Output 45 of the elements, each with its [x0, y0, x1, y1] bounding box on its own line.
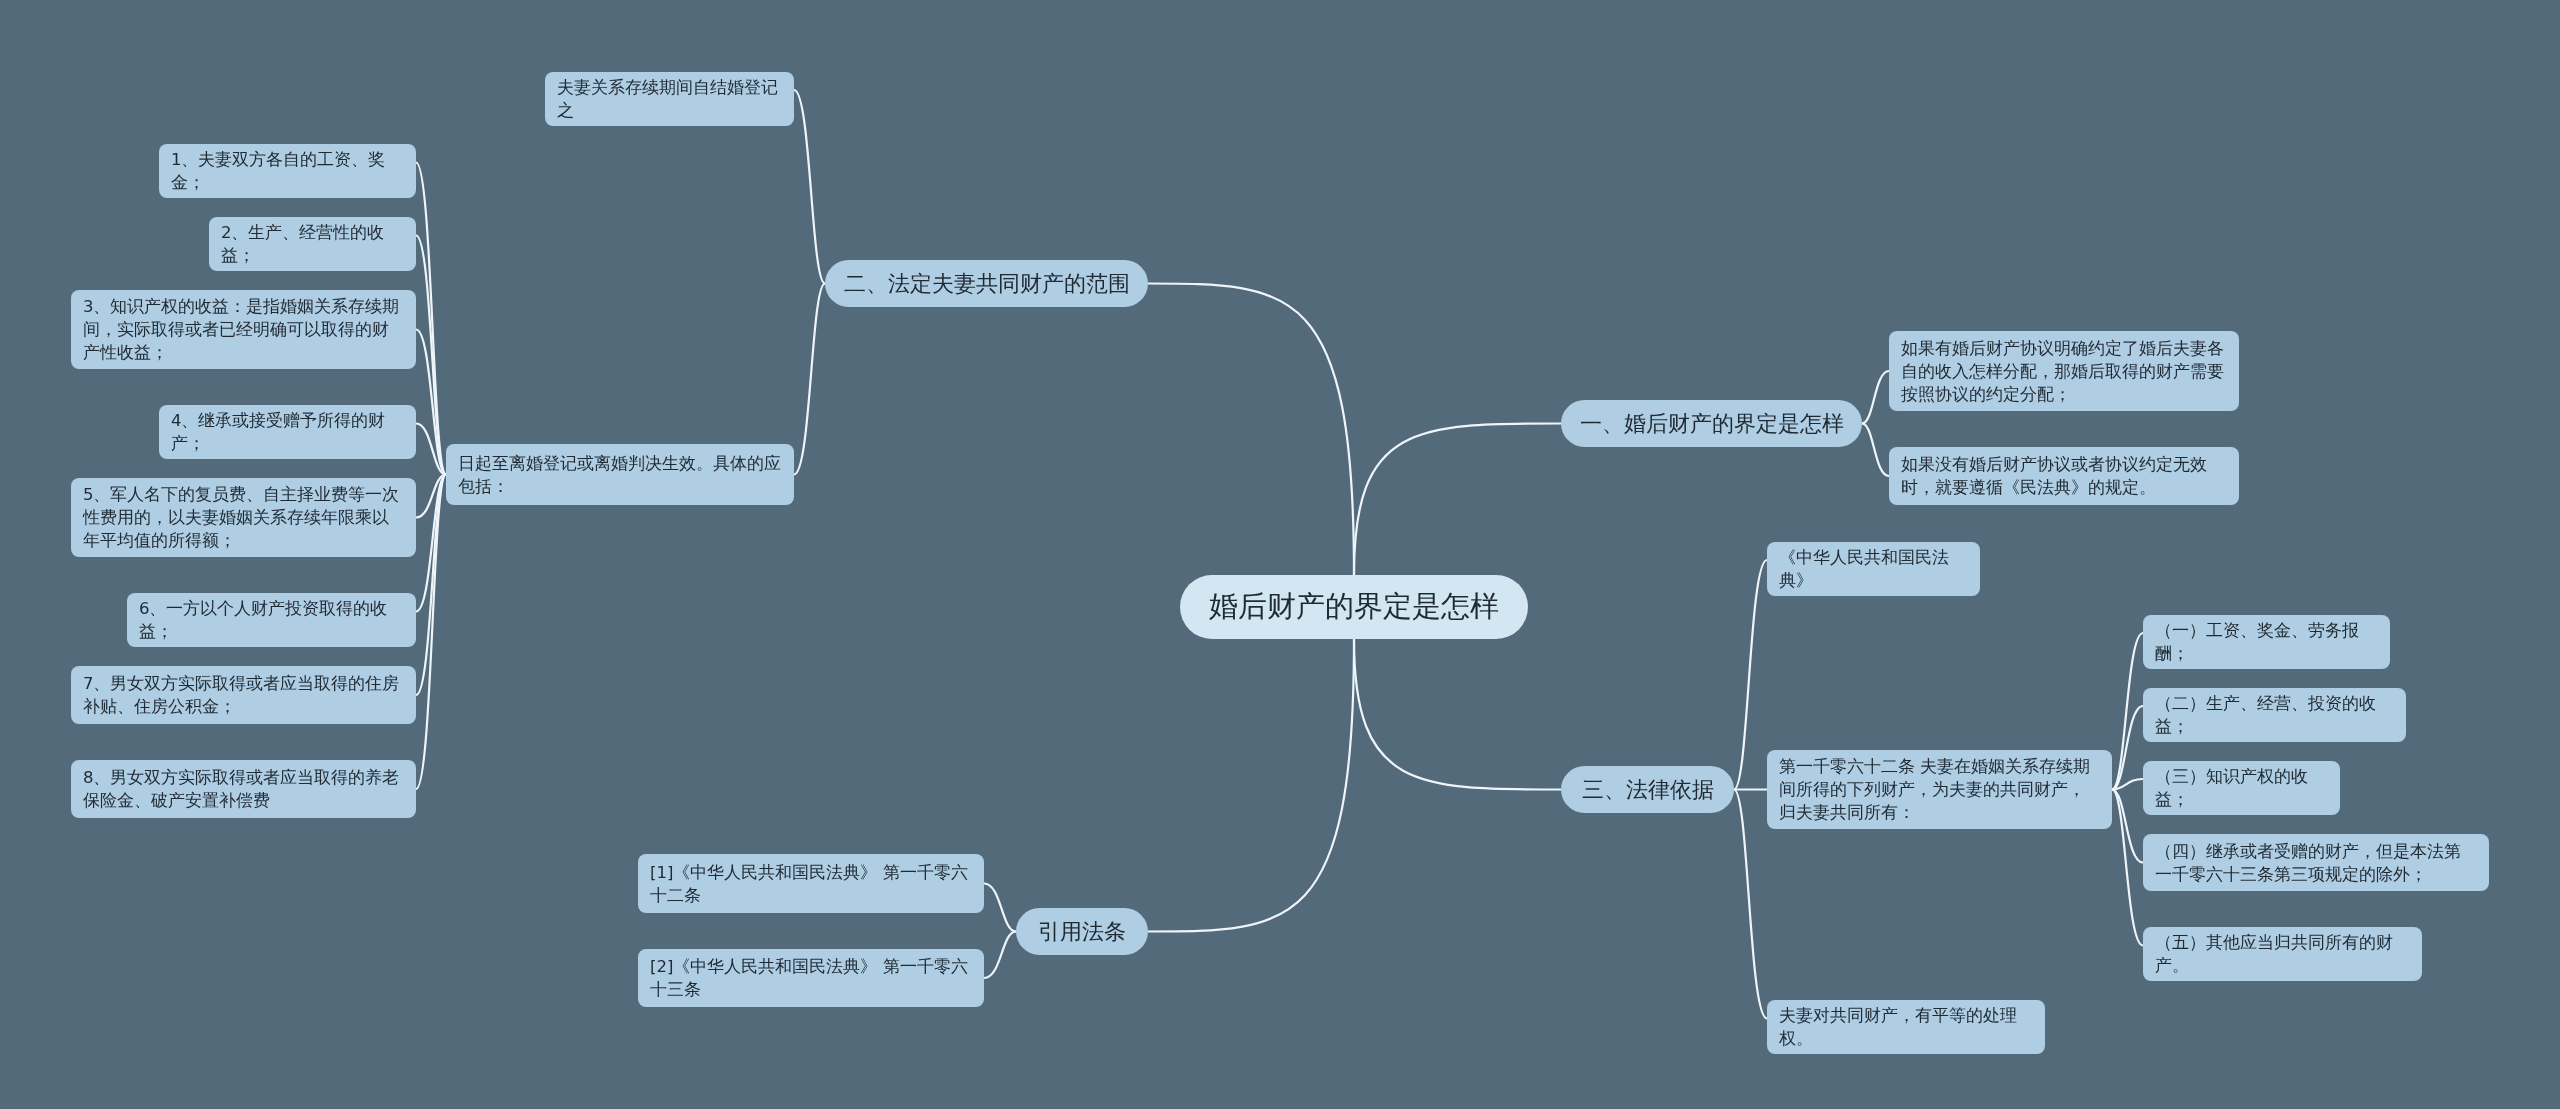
connector-line — [793, 282, 826, 476]
topic-box: （四）继承或者受赠的财产，但是本法第一千零六十三条第三项规定的除外； — [2143, 834, 2489, 891]
connector-line — [1861, 369, 1890, 425]
connector-line — [1733, 788, 1768, 1020]
topic-box: 如果没有婚后财产协议或者协议约定无效时，就要遵循《民法典》的规定。 — [1889, 447, 2239, 505]
topic-box: 8、男女双方实际取得或者应当取得的养老保险金、破产安置补偿费 — [71, 760, 416, 818]
branch-topic: 一、婚后财产的界定是怎样 — [1561, 400, 1862, 447]
topic-box: 6、一方以个人财产投资取得的收益； — [127, 593, 416, 647]
connector-line — [415, 474, 447, 790]
branch-topic: 二、法定夫妻共同财产的范围 — [825, 260, 1148, 307]
connector-line — [2111, 632, 2144, 791]
connector-line — [2111, 788, 2144, 947]
topic-box: [2]《中华人民共和国民法典》 第一千零六十三条 — [638, 949, 984, 1007]
connector-line — [983, 930, 1017, 980]
topic-box: （五）其他应当归共同所有的财产。 — [2143, 927, 2422, 981]
central-topic: 婚后财产的界定是怎样 — [1180, 575, 1528, 639]
branch-topic: 三、法律依据 — [1561, 766, 1734, 813]
connector-line — [2111, 705, 2144, 791]
connector-line — [415, 161, 447, 475]
topic-box: 2、生产、经营性的收益； — [209, 217, 416, 271]
topic-box: 5、军人名下的复员费、自主择业费等一次性费用的，以夫妻婚姻关系存续年限乘以年平均值的所得额； — [71, 478, 416, 557]
topic-box: 3、知识产权的收益：是指婚姻关系存续期间，实际取得或者已经明确可以取得的财产性收益； — [71, 290, 416, 369]
connector-line — [1148, 638, 1356, 933]
topic-box: 《中华人民共和国民法典》 — [1767, 542, 1980, 596]
connector-line — [983, 882, 1017, 933]
topic-box: （一）工资、奖金、劳务报酬； — [2143, 615, 2390, 669]
topic-box: （三）知识产权的收益； — [2143, 761, 2340, 815]
topic-box: 如果有婚后财产协议明确约定了婚后夫妻各自的收入怎样分配，那婚后取得的财产需要按照协议的约定分配； — [1889, 331, 2239, 411]
connector-line — [1861, 422, 1890, 478]
topic-box: 第一千零六十二条 夫妻在婚姻关系存续期间所得的下列财产，为夫妻的共同财产，归夫妻共同所有： — [1767, 750, 2112, 829]
connector-line — [1734, 788, 1767, 791]
connector-line — [1733, 559, 1768, 791]
topic-box: 夫妻对共同财产，有平等的处理权。 — [1767, 1000, 2045, 1054]
connector-line — [2111, 788, 2144, 864]
connector-line — [793, 89, 826, 285]
topic-box: 日起至离婚登记或离婚判决生效。具体的应包括： — [446, 444, 794, 505]
topic-box: [1]《中华人民共和国民法典》 第一千零六十二条 — [638, 854, 984, 913]
topic-box: 1、夫妻双方各自的工资、奖金； — [159, 144, 416, 198]
topic-box: 夫妻关系存续期间自结婚登记之 — [545, 72, 794, 126]
topic-box: 4、继承或接受赠予所得的财产； — [159, 405, 416, 459]
branch-topic: 引用法条 — [1016, 908, 1148, 955]
topic-box: 7、男女双方实际取得或者应当取得的住房补贴、住房公积金； — [71, 666, 416, 724]
topic-box: （二）生产、经营、投资的收益； — [2143, 688, 2406, 742]
connector-line — [1148, 282, 1356, 576]
connector-line — [415, 422, 447, 476]
